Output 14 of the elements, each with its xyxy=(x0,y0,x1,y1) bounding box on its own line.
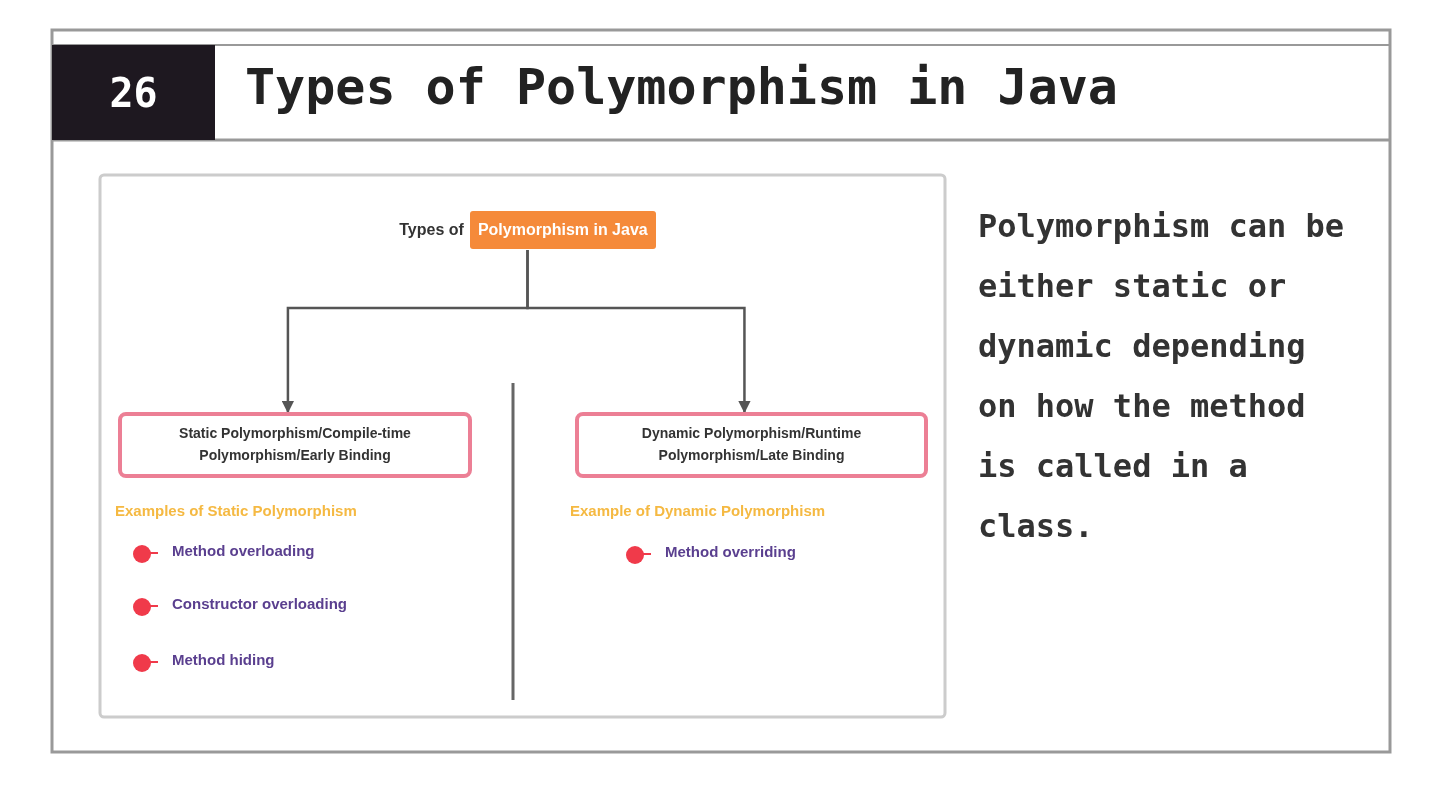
highlighted-heading: Polymorphism in Java xyxy=(469,211,656,249)
description-paragraph: Polymorphism can be either static or dynamic depending on how the method is called in a class. xyxy=(978,206,1346,547)
list-item: Method hiding xyxy=(172,651,275,668)
slide-title: Types of Polymorphism in Java xyxy=(245,58,1118,116)
heading-text: Types of xyxy=(399,221,464,239)
category-box: Dynamic Polymorphism/Runtime Polymorphism/Late Binding xyxy=(575,412,928,478)
category-box: Static Polymorphism/Compile-time Polymorphism/Early Binding xyxy=(118,412,472,478)
list-item: Method overriding xyxy=(665,543,796,560)
section-heading: Example of Dynamic Polymorphism xyxy=(570,502,826,519)
list-item: Constructor overloading xyxy=(172,595,347,612)
list-item: Method overloading xyxy=(172,542,315,559)
slide-number-box: 26 xyxy=(52,45,215,140)
arrow xyxy=(526,250,751,414)
section-heading: Examples of Static Polymorphism xyxy=(115,502,357,519)
